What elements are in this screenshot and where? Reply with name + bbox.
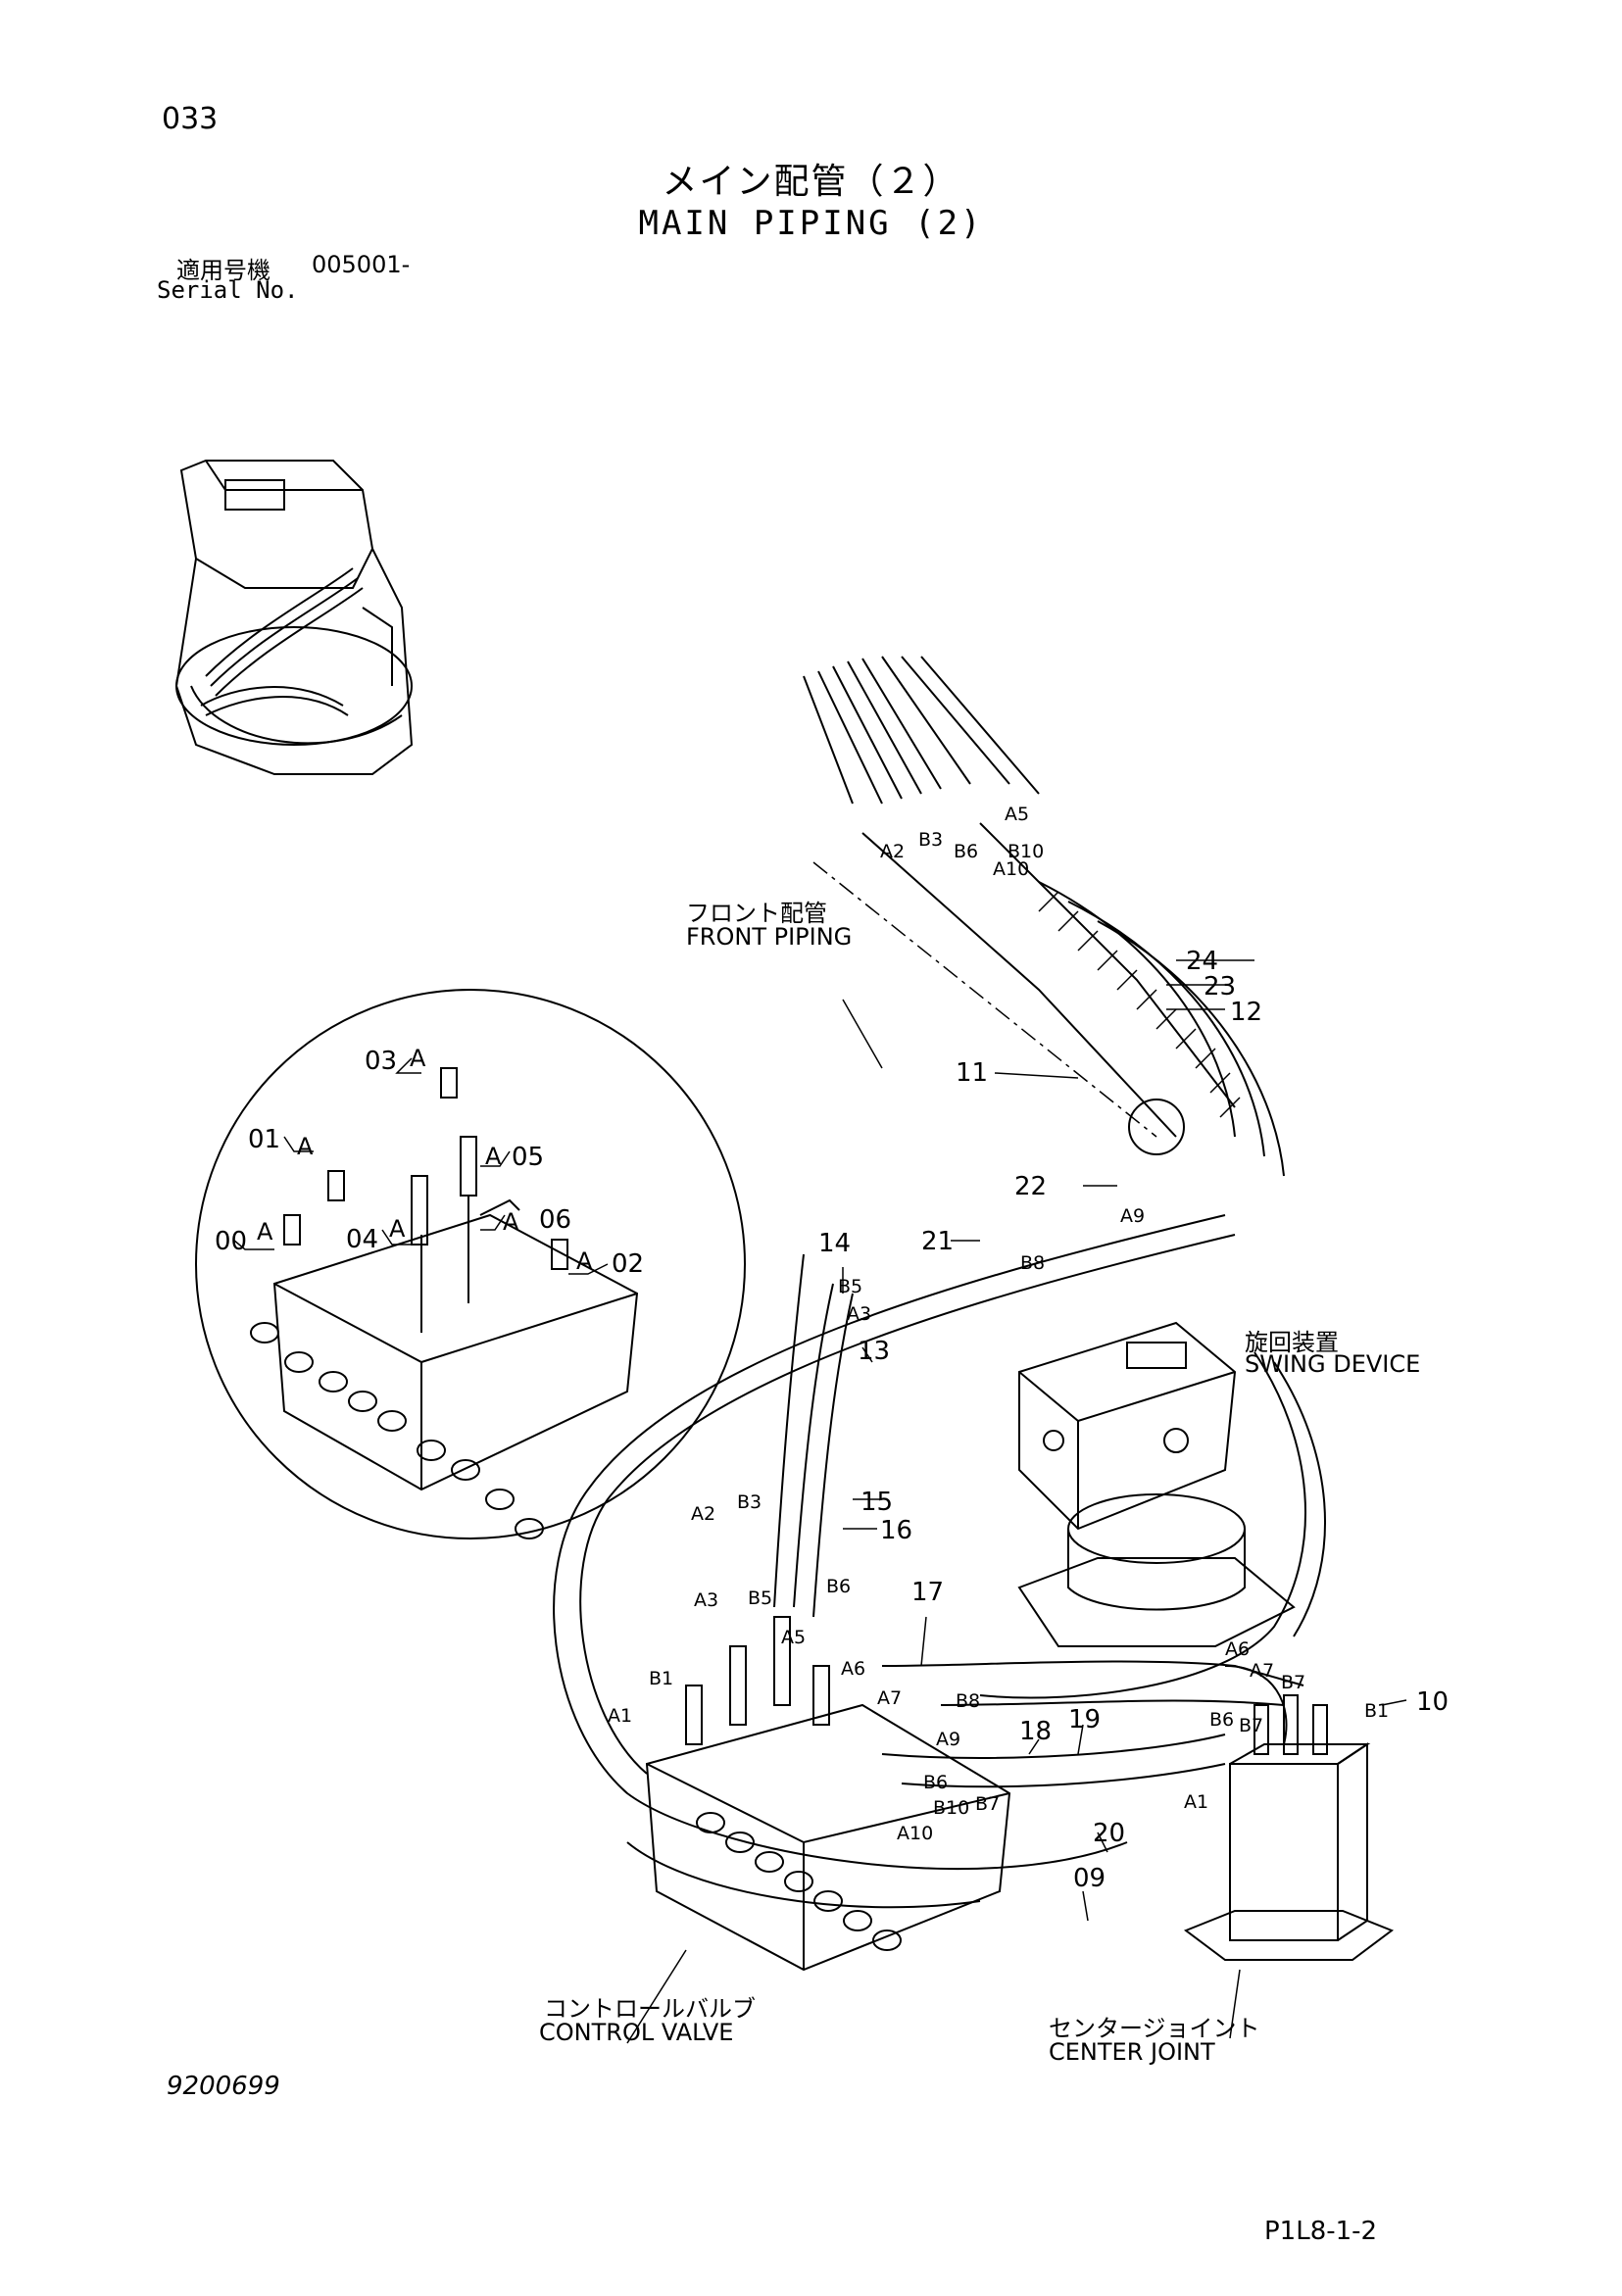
control-valve: [645, 1616, 1011, 1972]
part-number-21: 21: [921, 1227, 955, 1256]
port-label-a10: A10: [993, 858, 1030, 880]
port-label-b6: B6: [923, 1772, 949, 1793]
center-joint-label-jp: センタージョイント: [1049, 2015, 1260, 2042]
port-label-b1-right: B1: [1364, 1700, 1390, 1722]
page-number: 033: [162, 102, 219, 136]
port-label-b7-right: B7: [1239, 1715, 1264, 1736]
swing-device: [1017, 1321, 1296, 1647]
part-number-05: 05: [512, 1143, 545, 1172]
part-number-17: 17: [911, 1578, 945, 1607]
tag-a-03: A: [410, 1045, 426, 1072]
port-label-a3-lower: A3: [694, 1589, 719, 1611]
port-label-b2: B3: [918, 829, 944, 851]
machine-overview-thumbnail: [174, 460, 414, 775]
part-number-24: 24: [1186, 947, 1219, 976]
part-number-14: 14: [818, 1229, 852, 1258]
part-number-02: 02: [612, 1249, 645, 1279]
drawing-number: 9200699: [167, 2072, 280, 2101]
detail-valve-ports: [250, 1322, 544, 1539]
port-label-b6-right: B6: [1209, 1709, 1235, 1731]
serial-label-en: Serial No.: [157, 276, 299, 304]
part-number-03: 03: [365, 1047, 398, 1076]
port-label-a9-lower: A9: [936, 1729, 961, 1750]
port-label-a5-lower: A5: [781, 1627, 807, 1648]
port-label-a7-right: A7: [1250, 1660, 1275, 1682]
part-number-12: 12: [1230, 998, 1263, 1027]
tag-a-02: A: [576, 1247, 593, 1275]
front-piping-bundle: [803, 656, 1285, 1177]
tag-a-01: A: [297, 1133, 314, 1160]
part-number-01: 01: [248, 1125, 281, 1154]
tag-a-00: A: [257, 1218, 273, 1246]
part-number-06: 06: [539, 1205, 572, 1235]
center-joint: [1183, 1694, 1395, 1961]
control-valve-label-jp: コントロールバルブ: [544, 1995, 756, 2023]
port-label-b3-lower: B5: [748, 1588, 773, 1609]
part-number-00: 00: [215, 1227, 248, 1256]
port-label-b2-lower: B3: [737, 1491, 762, 1513]
port-label-a9: A9: [1120, 1205, 1146, 1227]
part-number-04: 04: [346, 1225, 379, 1254]
leader-lines: [232, 959, 1407, 2044]
port-label-a2-lower: A2: [691, 1503, 716, 1525]
part-number-23: 23: [1204, 972, 1237, 1001]
part-number-10: 10: [1416, 1687, 1450, 1717]
swing-device-label-en: SWING DEVICE: [1245, 1350, 1421, 1378]
part-number-22: 22: [1014, 1172, 1048, 1201]
port-label-b1: B1: [649, 1668, 674, 1689]
port-label-b7-right-top: B7: [1281, 1672, 1306, 1693]
center-joint-label-en: CENTER JOINT: [1049, 2038, 1215, 2066]
port-label-b10-lower: B10: [933, 1797, 970, 1819]
port-label-b5: B6: [954, 841, 979, 862]
port-label-a6-right: A6: [1225, 1638, 1251, 1660]
serial-label-jp: 適用号機: [176, 257, 270, 284]
part-number-13: 13: [858, 1337, 891, 1366]
serial-value: 005001-: [312, 251, 411, 278]
swing-device-label-jp: 旋回装置: [1245, 1329, 1339, 1356]
port-label-b3: B5: [838, 1276, 863, 1297]
port-label-a1-right: A1: [1184, 1791, 1209, 1813]
part-number-20: 20: [1093, 1819, 1126, 1848]
part-number-16: 16: [880, 1516, 913, 1545]
sheet-number: P1L8-1-2: [1264, 2217, 1378, 2246]
tag-a-05: A: [485, 1143, 502, 1170]
port-label-a5: A5: [1005, 804, 1030, 825]
control-valve-label-en: CONTROL VALVE: [539, 2019, 734, 2046]
port-label-b8: B8: [1020, 1252, 1046, 1274]
part-number-18: 18: [1019, 1717, 1053, 1746]
port-label-b5-lower: B6: [826, 1576, 852, 1597]
front-piping-label-en: FRONT PIPING: [686, 923, 853, 951]
port-label-a3: A3: [847, 1303, 872, 1325]
port-label-b7: B7: [975, 1793, 1001, 1815]
port-label-a1: A1: [608, 1705, 633, 1727]
page-title-en: MAIN PIPING (2): [638, 204, 984, 243]
detail-a-tags: A A A A A A A: [257, 1045, 593, 1275]
page-title-jp: メイン配管（２）: [662, 162, 960, 202]
part-number-19: 19: [1068, 1705, 1102, 1734]
port-label-b8-lower: B8: [956, 1690, 981, 1712]
part-number-11: 11: [956, 1058, 989, 1088]
tag-a-04: A: [389, 1215, 406, 1243]
port-label-a7: A7: [877, 1687, 903, 1709]
hose-loops: [553, 1214, 1326, 1909]
port-label-a2: A2: [880, 841, 906, 862]
front-piping-label-jp: フロント配管: [686, 900, 827, 927]
detail-a-circle: [195, 989, 746, 1539]
port-label-a10-lower: A10: [897, 1823, 934, 1844]
port-label-b10: B10: [1008, 841, 1045, 862]
part-number-15: 15: [860, 1488, 894, 1517]
part-number-09: 09: [1073, 1864, 1106, 1893]
tag-a-06: A: [503, 1208, 519, 1236]
port-label-a6: A6: [841, 1658, 866, 1680]
